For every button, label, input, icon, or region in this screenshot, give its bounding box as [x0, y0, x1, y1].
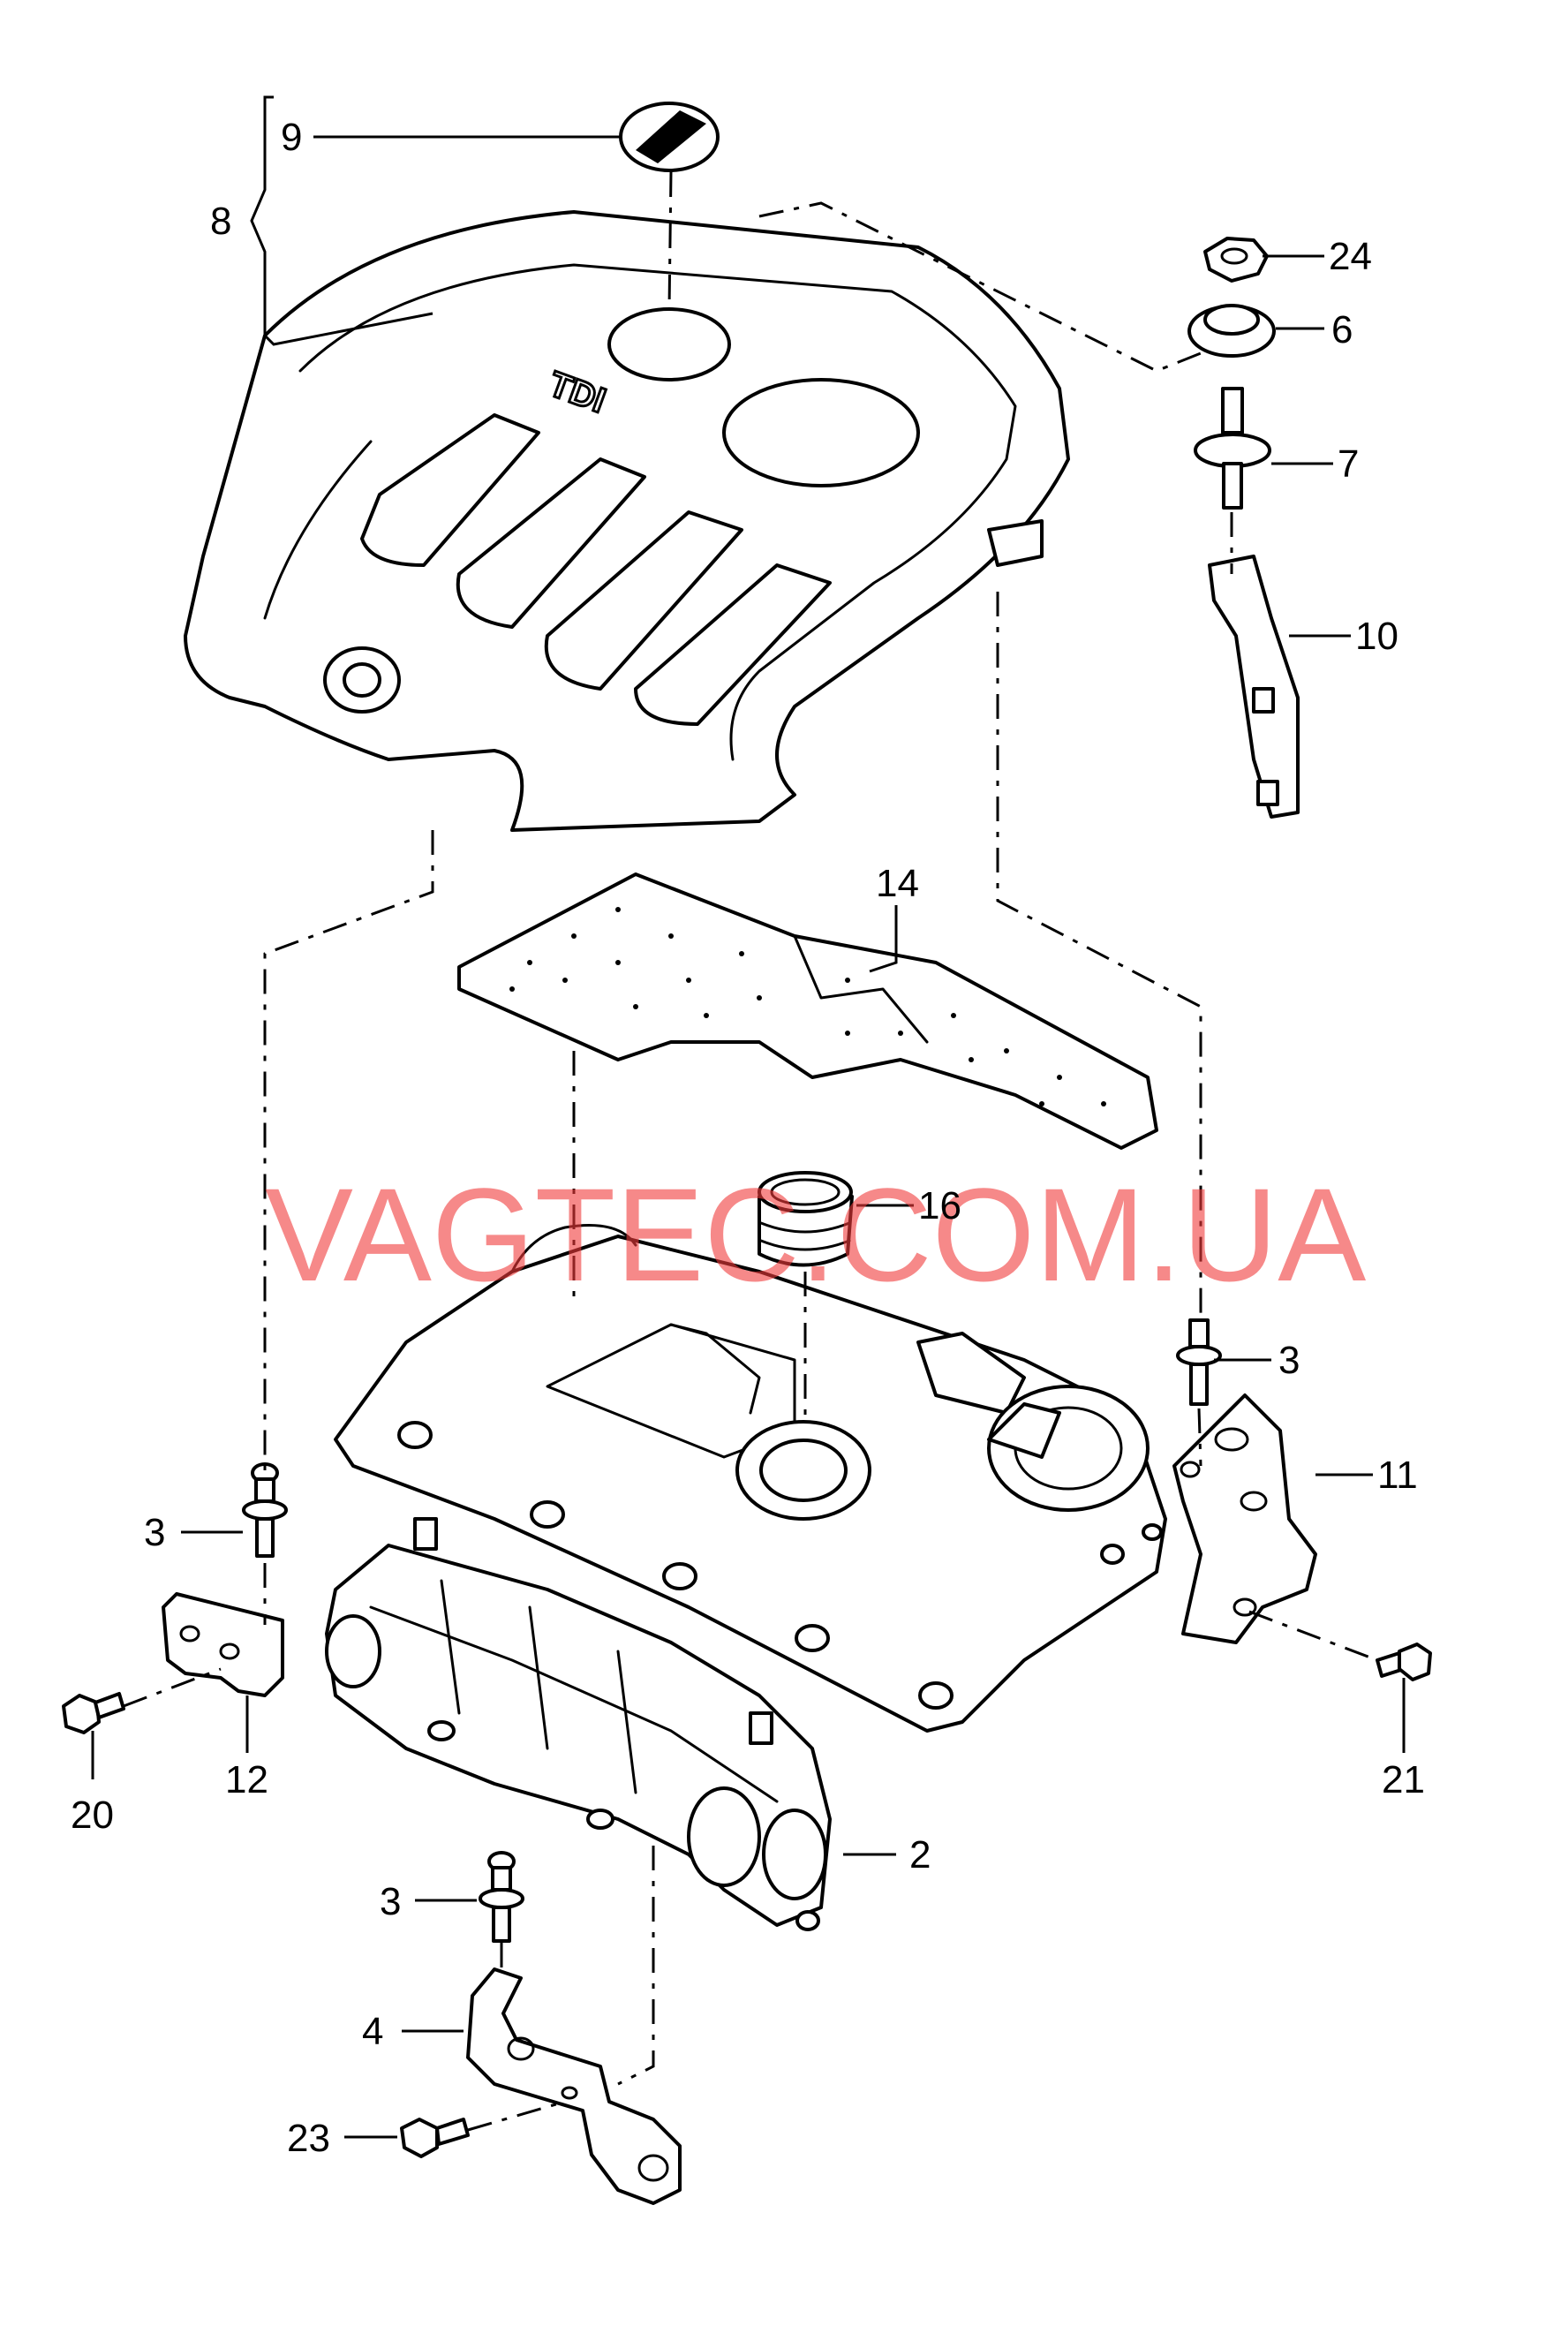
stud-bolt: [1194, 387, 1271, 510]
cover-bracket-right: [1208, 555, 1300, 819]
callout-24: 24: [1329, 235, 1372, 278]
callout-3-left: 3: [144, 1511, 165, 1554]
engine-cover: TDI: [184, 210, 1070, 832]
bracket-right: [1172, 1393, 1317, 1644]
callout-4: 4: [362, 2010, 383, 2053]
callout-23: 23: [287, 2117, 330, 2160]
bolt-21: [1376, 1643, 1432, 1681]
callout-14: 14: [876, 862, 919, 905]
callout-7: 7: [1338, 442, 1359, 486]
callout-10: 10: [1355, 615, 1398, 658]
stud-bolt-3-right: [1176, 1318, 1222, 1406]
callout-8: 8: [210, 200, 231, 243]
stud-bolt-3-lower: [479, 1851, 524, 1943]
callout-20: 20: [71, 1794, 114, 1837]
callout-21: 21: [1382, 1758, 1425, 1801]
bolt-23: [400, 2118, 470, 2158]
callout-3-right: 3: [1278, 1339, 1300, 1382]
bracket-lower: [466, 1967, 682, 2205]
callout-16: 16: [918, 1184, 961, 1227]
callout-11: 11: [1377, 1454, 1418, 1497]
rubber-grommet: [1187, 304, 1276, 358]
stud-bolt-3-left: [242, 1462, 288, 1558]
assembly-lines: [123, 171, 1378, 2132]
oil-filler-cap: [758, 1171, 854, 1267]
callout-6: 6: [1331, 308, 1353, 351]
callout-9: 9: [281, 116, 302, 159]
leader-lines: [91, 95, 1406, 2139]
callout-3-lower: 3: [380, 1880, 401, 1923]
insulation-mat: [457, 872, 1158, 1150]
watermark: VAGTEC.COM.UA: [265, 1160, 1366, 1309]
nut: [1203, 237, 1269, 283]
callout-labels: 9 8 24 6 7 10 14 16 3 11 3 12 20 21 2 3 …: [71, 116, 1425, 2160]
emblem: [619, 102, 720, 172]
intake-manifold: [325, 1517, 832, 1931]
cylinder-head-cover: [334, 1224, 1167, 1733]
bolt-20: [62, 1692, 125, 1734]
callout-2: 2: [909, 1833, 931, 1877]
callout-12: 12: [225, 1758, 268, 1801]
bracket-left: [162, 1592, 284, 1697]
